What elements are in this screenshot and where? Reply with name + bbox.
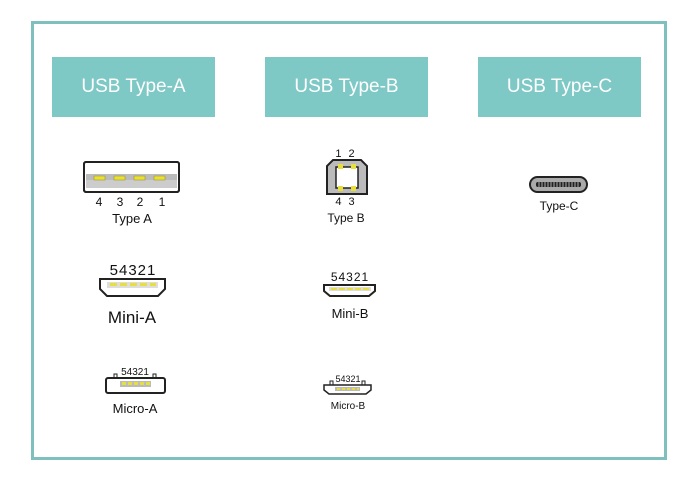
- type-a-pin-1: 1: [158, 195, 166, 209]
- mini-a-pins: 54321: [109, 262, 157, 279]
- mini-b-label: Mini-B: [331, 306, 369, 321]
- micro-a-label: Micro-A: [112, 401, 158, 416]
- header-usb-type-a: USB Type-A: [52, 57, 215, 117]
- header-usb-type-c: USB Type-C: [478, 57, 641, 117]
- header-usb-type-b: USB Type-B: [265, 57, 428, 117]
- micro-b-connector-icon: [323, 380, 372, 395]
- type-b-pins-top: 1 2: [335, 148, 357, 160]
- mini-a-label: Mini-A: [107, 308, 157, 327]
- type-a-label: Type A: [112, 211, 152, 226]
- type-c-connector-icon: [529, 176, 588, 193]
- type-a-pin-3: 3: [116, 195, 124, 209]
- type-b-label: Type B: [327, 211, 365, 225]
- mini-b-pins: 54321: [330, 270, 370, 284]
- type-a-pin-4: 4: [95, 195, 103, 209]
- mini-b-connector-icon: [323, 284, 376, 297]
- type-b-connector-icon: [326, 159, 368, 195]
- micro-a-pins: 54321: [121, 367, 149, 378]
- type-c-label: Type-C: [539, 199, 579, 213]
- micro-b-pins: 54321: [335, 374, 361, 384]
- type-a-pin-2: 2: [136, 195, 144, 209]
- micro-b-label: Micro-B: [330, 401, 366, 412]
- micro-a-connector-icon: [105, 373, 166, 394]
- mini-a-connector-icon: [99, 278, 166, 297]
- type-a-connector-icon: [83, 161, 180, 193]
- type-b-pins-bottom: 4 3: [335, 196, 357, 208]
